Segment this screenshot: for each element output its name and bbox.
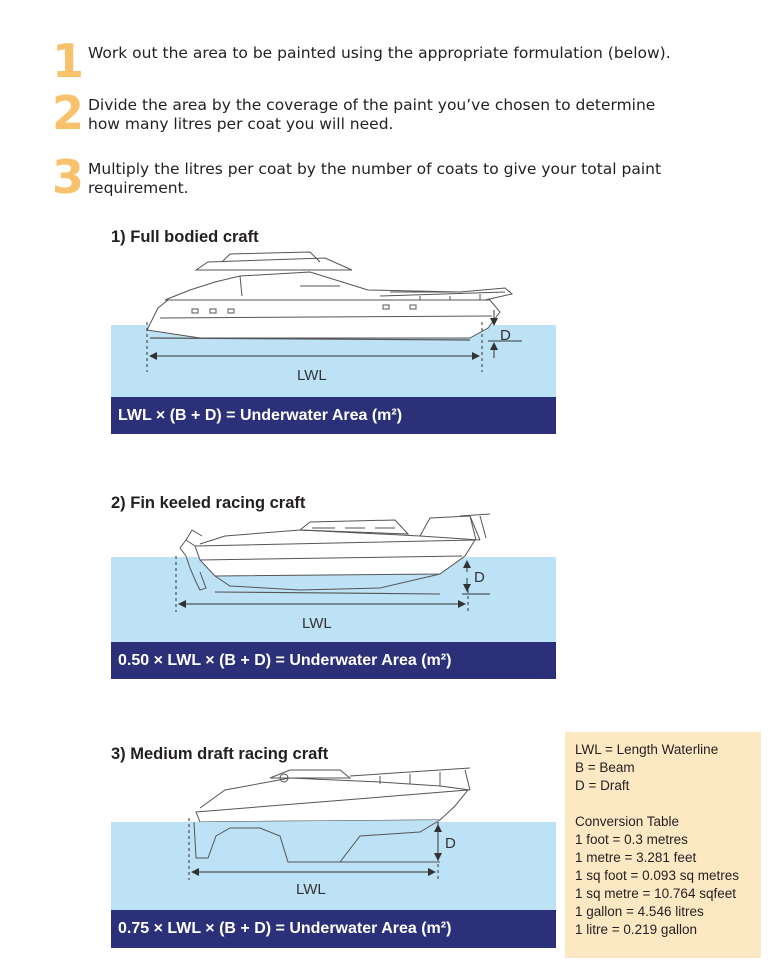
definition-lwl: LWL = Length Waterline (575, 742, 719, 757)
full-bodied-dimensions (146, 310, 522, 372)
medium-draft-dimensions (188, 818, 442, 880)
draft-label-3: D (445, 835, 456, 852)
formula-bar-2: 0.50 × LWL × (B + D) = Underwater Area (… (111, 642, 556, 679)
definition-beam: B = Beam (575, 760, 635, 775)
conversion-row: 1 sq foot = 0.093 sq metres (575, 868, 739, 883)
lwl-label-3: LWL (296, 881, 326, 898)
legend-box: LWL = Length Waterline B = Beam D = Draf… (565, 732, 761, 958)
draft-label-2: D (474, 569, 485, 586)
step-text: Work out the area to be painted using th… (88, 44, 671, 62)
lwl-label-1: LWL (297, 367, 327, 384)
medium-draft-boat (193, 767, 471, 863)
formula-bar-1: LWL × (B + D) = Underwater Area (m²) (111, 397, 556, 434)
conversion-row: 1 metre = 3.281 feet (575, 850, 697, 865)
section-title-full-bodied: 1) Full bodied craft (111, 228, 259, 246)
full-bodied-boat (146, 251, 514, 341)
step-text: Multiply the litres per coat by the numb… (88, 160, 662, 197)
definition-draft: D = Draft (575, 778, 630, 793)
section-title-medium-draft: 3) Medium draft racing craft (111, 745, 329, 763)
step-number: 1 (52, 34, 85, 88)
draft-label-1: D (500, 327, 511, 344)
conversion-row: 1 gallon = 4.546 litres (575, 904, 704, 919)
conversion-row: 1 sq metre = 10.764 sqfeet (575, 886, 736, 901)
conversion-row: 1 foot = 0.3 metres (575, 832, 688, 847)
formula-bar-3: 0.75 × LWL × (B + D) = Underwater Area (… (111, 910, 556, 948)
section-title-fin-keeled: 2) Fin keeled racing craft (111, 494, 306, 512)
step-number: 3 (52, 150, 85, 204)
lwl-label-2: LWL (302, 615, 332, 632)
conversion-row: 1 litre = 0.219 gallon (575, 922, 697, 937)
fin-keeled-boat (179, 513, 491, 595)
conversion-table-title: Conversion Table (575, 814, 680, 829)
fin-keeled-dimensions (175, 556, 490, 612)
step-text: Divide the area by the coverage of the p… (88, 96, 656, 133)
step-number: 2 (52, 86, 85, 140)
